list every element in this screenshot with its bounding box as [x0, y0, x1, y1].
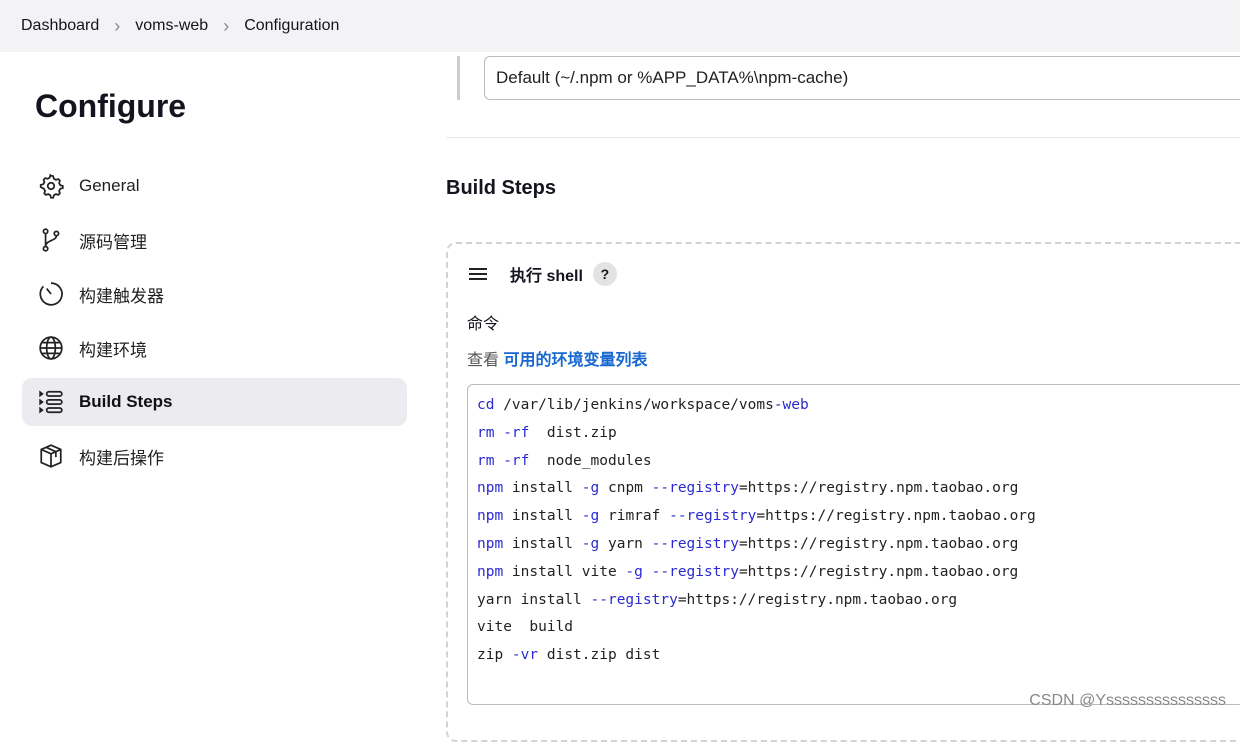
code-token: dist.zip — [529, 424, 617, 441]
package-icon — [40, 444, 62, 468]
code-token: -rf — [503, 452, 530, 469]
code-line: npm install -g cnpm --registry=https://r… — [477, 480, 1240, 508]
branch-icon — [42, 228, 60, 252]
code-token: npm — [477, 535, 504, 552]
code-token: -web — [773, 397, 809, 413]
section-title: Build Steps — [446, 177, 557, 199]
code-token: =https://registry.npm.taobao.org — [756, 508, 1036, 525]
env-prefix: 查看 — [467, 352, 504, 369]
code-token: npm — [477, 563, 504, 580]
code-token: /var/lib/jenkins/workspace/voms — [494, 397, 774, 413]
code-token: install vite — [503, 563, 626, 580]
code-token: zip — [477, 647, 512, 664]
code-token: -g — [581, 508, 600, 525]
code-token: npm — [477, 508, 504, 525]
sidebar-item-general[interactable]: General — [22, 162, 407, 210]
code-token: -g — [581, 535, 600, 552]
gear-icon — [39, 173, 64, 199]
divider — [457, 56, 460, 100]
code-token: --registry — [651, 535, 739, 552]
sidebar-item-build-steps[interactable]: Build Steps — [22, 378, 407, 426]
env-vars-hint: 查看 可用的环境变量列表 — [467, 346, 647, 370]
code-line: npm install -g yarn --registry=https://r… — [477, 536, 1240, 564]
watermark: CSDN @Ysssssssssssssss — [1029, 692, 1226, 709]
sidebar: General 源码管理 构建触发器 构建环境 Build Steps 构建后操… — [22, 162, 407, 486]
divider — [446, 137, 1240, 138]
code-token: install — [503, 480, 582, 497]
sidebar-item-label: 构建触发器 — [79, 286, 164, 306]
breadcrumb-dashboard[interactable]: Dashboard — [21, 17, 100, 34]
breadcrumb: Dashboard › voms-web › Configuration — [0, 0, 1240, 52]
code-line: cd /var/lib/jenkins/workspace/voms-web — [477, 397, 1240, 425]
sidebar-item-triggers[interactable]: 构建触发器 — [22, 270, 407, 318]
code-token: -g — [581, 480, 600, 497]
code-token: =https://registry.npm.taobao.org — [677, 591, 958, 608]
code-token: =https://registry.npm.taobao.org — [738, 480, 1019, 497]
list-icon — [39, 390, 63, 414]
env-vars-link[interactable]: 可用的环境变量列表 — [503, 352, 648, 369]
help-icon[interactable]: ? — [592, 262, 617, 286]
code-line: rm -rf node_modules — [477, 453, 1240, 481]
code-token: vite build — [477, 619, 574, 636]
code-token — [643, 564, 652, 580]
code-token: yarn — [599, 535, 652, 552]
sidebar-item-label: 构建后操作 — [79, 448, 164, 468]
sidebar-item-label: 源码管理 — [79, 232, 147, 252]
code-line: zip -vr dist.zip dist — [477, 647, 1240, 675]
code-line: rm -rf dist.zip — [477, 425, 1240, 453]
breadcrumb-project[interactable]: voms-web — [135, 17, 209, 34]
code-token: cnpm — [599, 480, 652, 497]
code-token — [494, 425, 503, 441]
drag-handle-icon[interactable] — [468, 267, 488, 281]
sidebar-item-post-build[interactable]: 构建后操作 — [22, 432, 407, 480]
globe-icon — [39, 336, 63, 360]
code-token: rimraf — [599, 508, 670, 525]
code-line: yarn install --registry=https://registry… — [477, 592, 1240, 620]
build-step-header: 执行 shell ? — [468, 262, 617, 286]
breadcrumb-configuration[interactable]: Configuration — [244, 17, 340, 34]
code-token: dist.zip dist — [538, 647, 661, 664]
code-token: --registry — [651, 563, 739, 580]
code-line: npm install -g rimraf --registry=https:/… — [477, 508, 1240, 536]
code-line: npm install vite -g --registry=https://r… — [477, 564, 1240, 592]
page-title: Configure — [35, 88, 187, 124]
code-token — [494, 453, 503, 469]
code-token: --registry — [651, 480, 739, 497]
sidebar-item-label: General — [79, 176, 140, 195]
code-line: vite build — [477, 619, 1240, 647]
code-token: rm — [477, 424, 495, 441]
build-step-title: 执行 shell — [510, 268, 583, 285]
timer-icon — [39, 282, 63, 306]
code-token: yarn install — [477, 591, 591, 608]
chevron-right-icon: › — [223, 15, 230, 36]
code-token: cd — [477, 397, 495, 413]
code-token: node_modules — [529, 452, 652, 469]
command-label: 命令 — [467, 316, 500, 333]
code-token: -rf — [503, 424, 530, 441]
code-token: -vr — [511, 647, 539, 664]
code-token: npm — [477, 480, 504, 497]
code-token: -g — [625, 563, 643, 580]
code-token: --registry — [590, 591, 678, 608]
code-token: =https://registry.npm.taobao.org — [738, 535, 1019, 552]
sidebar-item-scm[interactable]: 源码管理 — [22, 216, 407, 264]
sidebar-item-label: Build Steps — [79, 392, 173, 411]
npm-cache-select[interactable]: Default (~/.npm or %APP_DATA%\npm-cache) — [484, 56, 1240, 100]
code-token: --registry — [669, 508, 757, 525]
code-token: =https://registry.npm.taobao.org — [738, 563, 1019, 580]
sidebar-item-environment[interactable]: 构建环境 — [22, 324, 407, 372]
code-token: install — [503, 535, 582, 552]
sidebar-item-label: 构建环境 — [79, 340, 147, 360]
code-token: rm — [477, 452, 495, 469]
code-token: install — [503, 508, 582, 525]
chevron-right-icon: › — [114, 15, 121, 36]
